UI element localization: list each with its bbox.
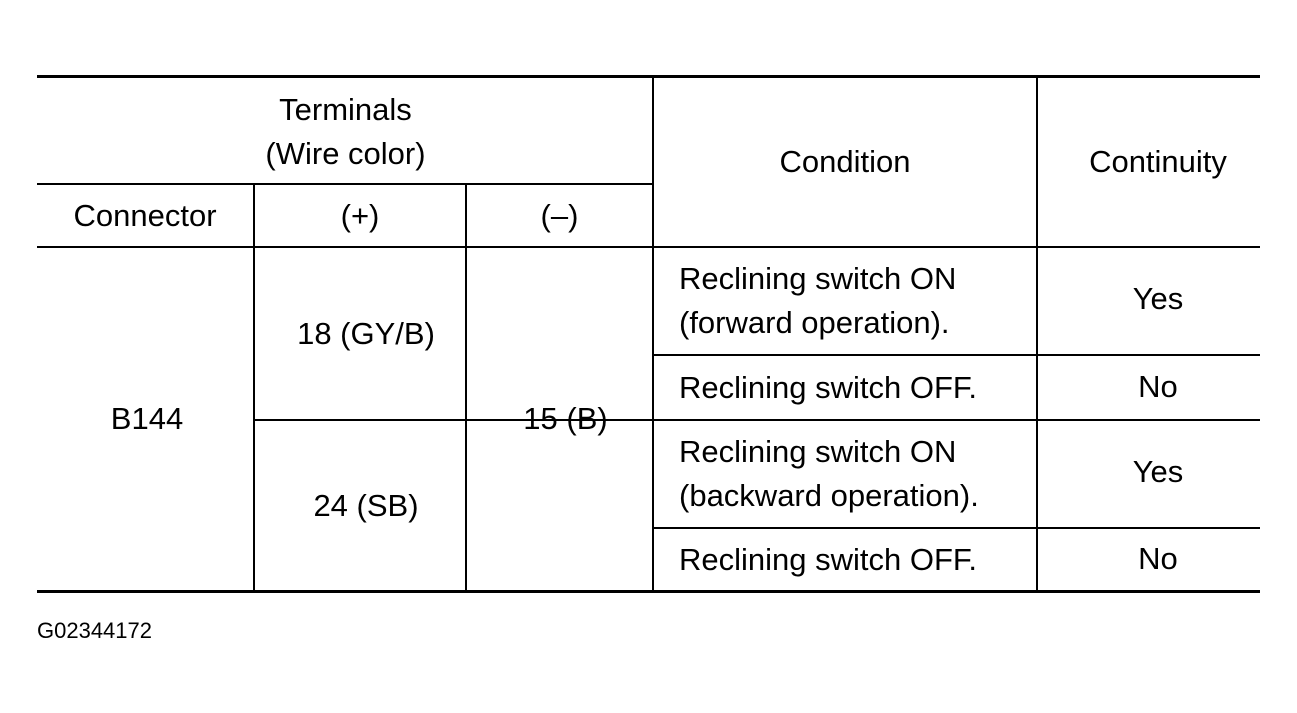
continuity-cell: No <box>1138 368 1178 404</box>
column-divider <box>652 76 654 591</box>
header-continuity: Continuity <box>1089 144 1227 179</box>
column-divider <box>465 183 467 591</box>
condition-cell: Reclining switch OFF. <box>679 541 978 577</box>
header-condition: Condition <box>779 144 911 179</box>
continuity-cell: Yes <box>1132 281 1184 316</box>
positive-terminal-cell: 18 (GY/B) <box>297 315 435 351</box>
table-top-border <box>37 75 1260 78</box>
continuity-cell: Yes <box>1132 454 1184 489</box>
header-minus: (–) <box>540 197 579 233</box>
header-terminals: Terminals (Wire color) <box>265 91 426 171</box>
condition-cell: Reclining switch ON (forward operation). <box>679 261 957 340</box>
negative-terminal-cell: 15 (B) <box>523 401 608 436</box>
continuity-cell: No <box>1138 540 1178 576</box>
connector-cell: B144 <box>110 401 184 436</box>
positive-terminal-cell: 24 (SB) <box>313 487 419 523</box>
header-plus: (+) <box>340 197 380 233</box>
header-bottom-line <box>37 246 1260 248</box>
group-divider <box>254 419 1260 421</box>
figure-id: G02344172 <box>37 618 152 643</box>
column-divider <box>1036 76 1038 591</box>
header-connector: Connector <box>73 197 217 233</box>
header-split-line <box>37 183 654 185</box>
row-divider <box>652 527 1260 529</box>
condition-cell: Reclining switch ON (backward operation)… <box>679 434 979 513</box>
condition-cell: Reclining switch OFF. <box>679 369 978 405</box>
column-divider <box>253 183 255 591</box>
row-divider <box>652 354 1260 356</box>
table-bottom-border <box>37 590 1260 593</box>
